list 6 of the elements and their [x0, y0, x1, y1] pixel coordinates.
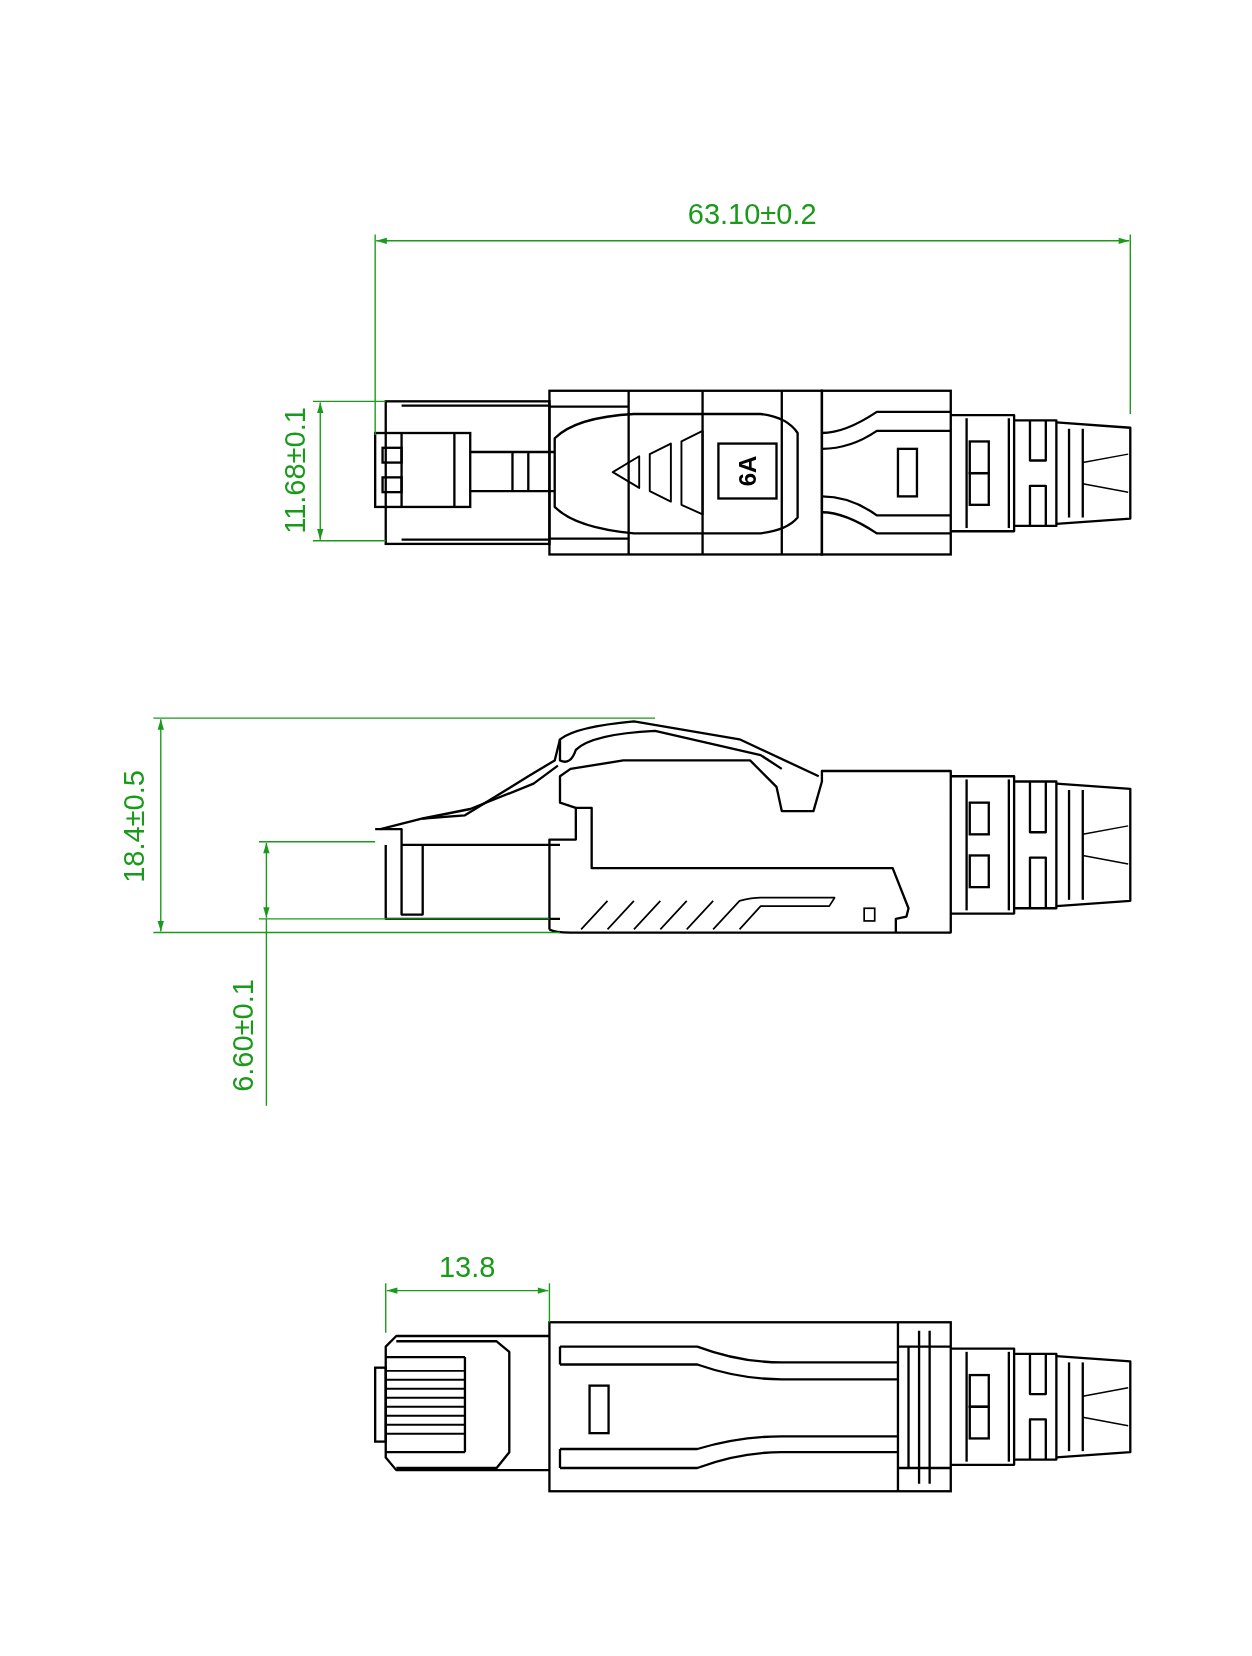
- dimension-text: 63.10±0.2: [687, 199, 817, 229]
- dimension-text: 18.4±0.5: [119, 769, 149, 883]
- marking-text: 6A: [735, 455, 760, 487]
- dimension-text: 13.8: [439, 1253, 496, 1283]
- dimension-text: 11.68±0.1: [281, 406, 311, 534]
- dimension-text: 6.60±0.1: [228, 979, 258, 1092]
